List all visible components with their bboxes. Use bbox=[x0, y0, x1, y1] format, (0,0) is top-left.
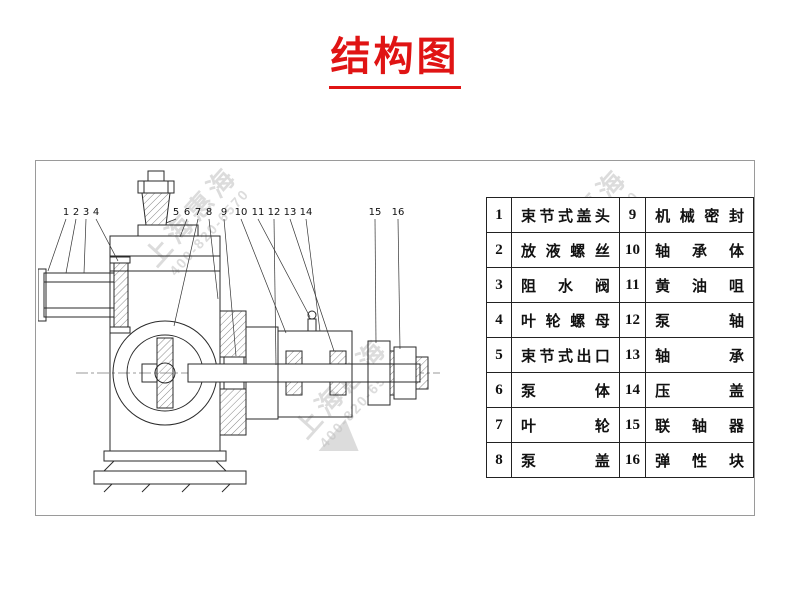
part-name-cell: 泵体 bbox=[511, 372, 620, 408]
diagram-panel: 上海惠海 400-820-6570 上海惠海 400-820-6570 上海惠海… bbox=[35, 160, 755, 516]
table-row: 4 叶轮螺母 12 泵轴 bbox=[485, 302, 754, 338]
part-name-cell: 束节式盖头 bbox=[511, 197, 620, 233]
callout-5: 5 bbox=[173, 207, 179, 218]
table-row: 2 放液螺丝 10 轴承体 bbox=[485, 232, 754, 268]
table-row: 5 束节式出口 13 轴承 bbox=[485, 337, 754, 373]
part-name-cell: 轴承 bbox=[645, 337, 754, 373]
part-name-cell: 弹性块 bbox=[645, 442, 754, 478]
callout-13: 13 bbox=[284, 207, 297, 218]
part-name-cell: 阻水阀 bbox=[511, 267, 620, 303]
callout-6: 6 bbox=[184, 207, 190, 218]
callout-14: 14 bbox=[300, 207, 313, 218]
page-title: 结构图 bbox=[330, 35, 460, 79]
callout-3: 3 bbox=[83, 207, 89, 218]
parts-table: 1 束节式盖头 9 机械密封 2 放液螺丝 10 轴承体 3 阻水阀 11 黄油… bbox=[485, 197, 754, 478]
callout-numbers: 1 2 3 4 5 6 7 8 9 10 11 12 13 14 15 16 bbox=[63, 207, 405, 218]
part-number-cell: 6 bbox=[485, 372, 513, 408]
callout-2: 2 bbox=[73, 207, 79, 218]
callout-7: 7 bbox=[195, 207, 201, 218]
part-name-cell: 叶轮 bbox=[511, 407, 620, 443]
part-number-cell: 1 bbox=[485, 197, 513, 233]
callout-15: 15 bbox=[369, 207, 382, 218]
callout-12: 12 bbox=[268, 207, 281, 218]
part-number-cell: 8 bbox=[485, 442, 513, 478]
part-number-cell: 11 bbox=[618, 267, 647, 303]
part-number-cell: 16 bbox=[618, 442, 647, 478]
table-row: 6 泵体 14 压盖 bbox=[485, 372, 754, 408]
part-name-cell: 机械密封 bbox=[645, 197, 754, 233]
title-underline bbox=[329, 86, 461, 89]
part-number-cell: 2 bbox=[485, 232, 513, 268]
part-name-cell: 压盖 bbox=[645, 372, 754, 408]
part-name-cell: 束节式出口 bbox=[511, 337, 620, 373]
part-name-cell: 叶轮螺母 bbox=[511, 302, 620, 338]
part-name-cell: 轴承体 bbox=[645, 232, 754, 268]
part-number-cell: 9 bbox=[618, 197, 647, 233]
part-name-cell: 放液螺丝 bbox=[511, 232, 620, 268]
part-name-cell: 泵轴 bbox=[645, 302, 754, 338]
part-name-cell: 联轴器 bbox=[645, 407, 754, 443]
part-number-cell: 10 bbox=[618, 232, 647, 268]
part-number-cell: 5 bbox=[485, 337, 513, 373]
table-row: 7 叶轮 15 联轴器 bbox=[485, 407, 754, 443]
callout-11: 11 bbox=[252, 207, 265, 218]
part-name-cell: 黄油咀 bbox=[645, 267, 754, 303]
part-number-cell: 3 bbox=[485, 267, 513, 303]
leader-lines bbox=[47, 218, 401, 366]
callout-8: 8 bbox=[206, 207, 212, 218]
pump-body-geometry bbox=[38, 170, 429, 493]
table-row: 3 阻水阀 11 黄油咀 bbox=[485, 267, 754, 303]
callout-9: 9 bbox=[221, 207, 227, 218]
table-row: 1 束节式盖头 9 机械密封 bbox=[485, 197, 754, 233]
callout-1: 1 bbox=[63, 207, 69, 218]
callout-16: 16 bbox=[392, 207, 405, 218]
callout-10: 10 bbox=[235, 207, 248, 218]
part-number-cell: 12 bbox=[618, 302, 647, 338]
part-number-cell: 14 bbox=[618, 372, 647, 408]
part-number-cell: 15 bbox=[618, 407, 647, 443]
part-number-cell: 7 bbox=[485, 407, 513, 443]
table-row: 8 泵盖 16 弹性块 bbox=[485, 442, 754, 478]
part-name-cell: 泵盖 bbox=[511, 442, 620, 478]
pump-cross-section-drawing: 1 2 3 4 5 6 7 8 9 10 11 12 13 14 15 16 bbox=[38, 170, 440, 493]
callout-4: 4 bbox=[93, 207, 99, 218]
part-number-cell: 13 bbox=[618, 337, 647, 373]
part-number-cell: 4 bbox=[485, 302, 513, 338]
